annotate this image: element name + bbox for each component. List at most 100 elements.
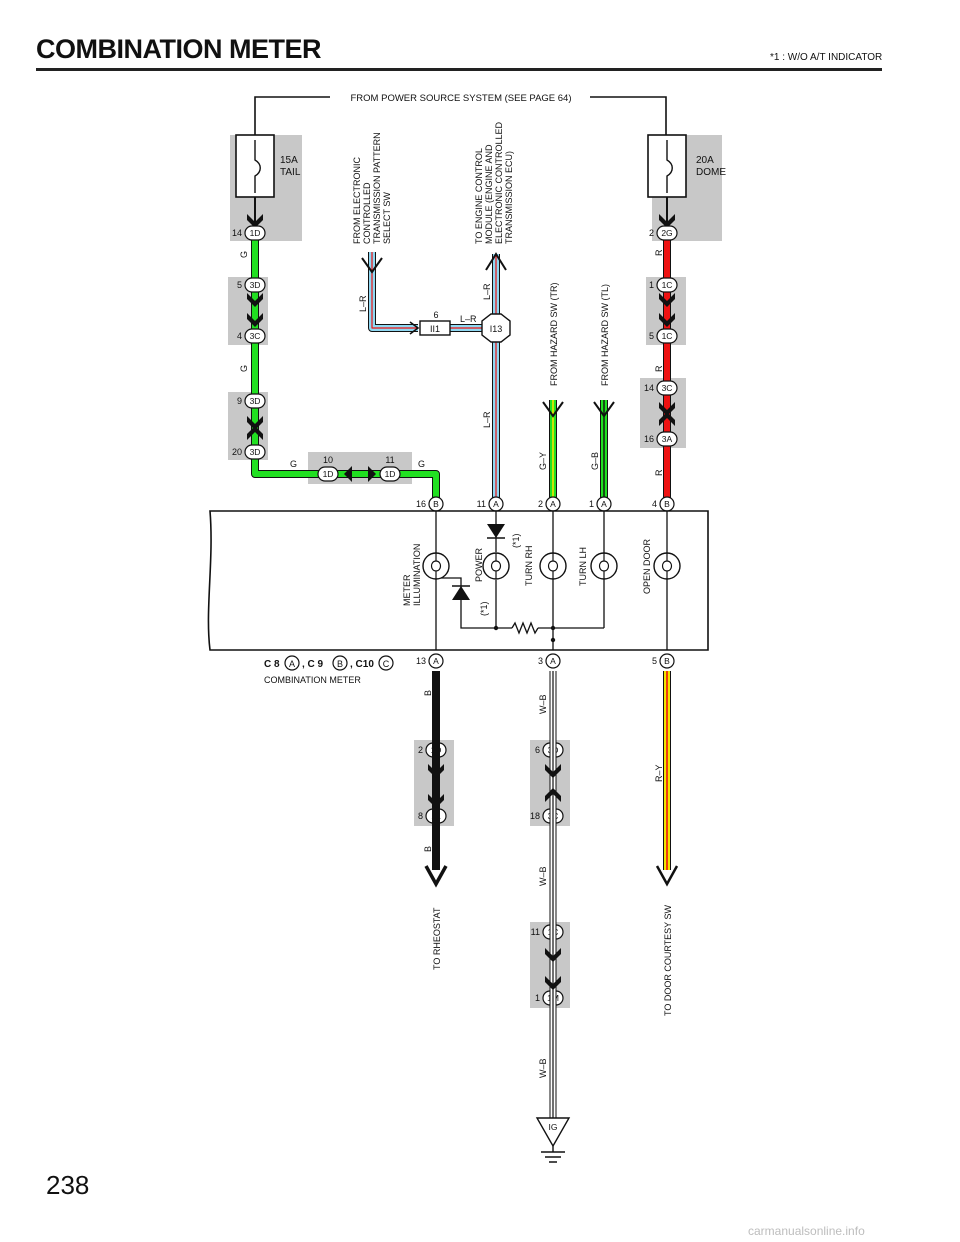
title-rule — [36, 68, 882, 71]
arrow-from-ect — [361, 257, 383, 274]
svg-text:II1: II1 — [430, 324, 440, 334]
connector-id: A — [550, 499, 556, 509]
svg-text:TRANSMISSION ECU): TRANSMISSION ECU) — [504, 151, 514, 244]
svg-text:G–B: G–B — [590, 452, 600, 470]
connector-c15: 3D6 — [535, 742, 564, 758]
meter-junction-dots — [493, 625, 556, 643]
svg-text:ILLUMINATION: ILLUMINATION — [412, 544, 422, 606]
connector-c3: 3C4 — [237, 328, 266, 344]
diode-illumination — [452, 585, 470, 600]
connector-id: A — [493, 499, 499, 509]
connector-id: B — [433, 499, 439, 509]
svg-text:, C10: , C10 — [350, 659, 374, 670]
connector-id: 1D — [323, 469, 334, 479]
lamp-layer — [422, 552, 681, 580]
connector-pin: 5 — [649, 331, 654, 341]
svg-text:G: G — [239, 365, 249, 372]
svg-text:TO RHEOSTAT: TO RHEOSTAT — [432, 907, 442, 970]
svg-text:15A: 15A — [280, 155, 298, 166]
lamp-open-door — [653, 552, 681, 580]
wire-ry — [655, 671, 679, 887]
connector-c9: 1C1 — [649, 277, 678, 293]
connector-pin: 1 — [535, 993, 540, 1003]
svg-text:ELECTRONIC CONTROLLED: ELECTRONIC CONTROLLED — [494, 121, 504, 244]
svg-text:B: B — [337, 659, 343, 669]
connector-c4: 3D 9 — [237, 393, 266, 409]
connector-id: A — [433, 656, 439, 666]
connector-pin: 2 — [418, 745, 423, 755]
svg-text:B: B — [423, 690, 433, 696]
svg-text:MODULE (ENGINE AND: MODULE (ENGINE AND — [484, 144, 494, 244]
svg-text:, C 9: , C 9 — [302, 659, 324, 670]
connector-pin: 3 — [538, 656, 543, 666]
svg-text:G–Y: G–Y — [538, 452, 548, 470]
connector-pin: 6 — [535, 745, 540, 755]
connector-pin: 1 — [589, 499, 594, 509]
svg-text:C 8: C 8 — [264, 659, 280, 670]
connector-id: 3D — [250, 396, 261, 406]
svg-text:COMBINATION METER: COMBINATION METER — [264, 675, 361, 685]
meter-connector-label: C 8 A , C 9 B , C10 C COMBINATION METER — [264, 655, 394, 685]
wire-gb — [593, 400, 615, 500]
connector-c14: 1L8 — [418, 808, 447, 824]
svg-text:DOME: DOME — [696, 167, 726, 178]
svg-text:L–R: L–R — [358, 295, 368, 312]
svg-text:TRANSMISSION PATTERN: TRANSMISSION PATTERN — [372, 132, 382, 244]
connector-p-bot3: B5 — [652, 653, 675, 669]
svg-text:R: R — [654, 249, 664, 256]
connector-id: 3C — [250, 331, 261, 341]
footnote: *1 : W/O A/T INDICATOR — [770, 52, 883, 63]
page-number: 238 — [46, 1170, 90, 1200]
connector-pin: 9 — [237, 396, 242, 406]
connector-p-top1: B16 — [416, 496, 444, 512]
fuse-dome: 20A DOME — [647, 134, 726, 198]
connector-pin: 1 — [649, 280, 654, 290]
ground-ig: IG — [535, 1117, 571, 1163]
connector-pin: 11 — [531, 927, 540, 937]
power-source-line — [254, 96, 667, 135]
connector-p-top3: A2 — [538, 496, 561, 512]
connector-p-top5: B4 — [652, 496, 675, 512]
connector-id: B — [664, 499, 670, 509]
svg-text:OPEN DOOR: OPEN DOOR — [642, 538, 652, 594]
fuse-tail: 15A TAIL — [235, 134, 301, 198]
connector-pin: 5 — [237, 280, 242, 290]
connector-id: 3D — [250, 447, 261, 457]
connector-id: 1D — [385, 469, 396, 479]
connector-c13: 1D2 — [418, 742, 447, 758]
svg-text:W–B: W–B — [538, 1058, 548, 1078]
svg-text:W–B: W–B — [538, 866, 548, 886]
svg-text:R: R — [654, 365, 664, 372]
lamp-labels: METER ILLUMINATION POWER (*1) (*1) TURN … — [402, 533, 652, 616]
svg-text:TO DOOR COURTESY SW: TO DOOR COURTESY SW — [663, 904, 673, 1016]
connector-pin: 11 — [477, 499, 486, 509]
svg-text:(*1): (*1) — [511, 533, 521, 548]
connector-id: 3A — [662, 434, 673, 444]
connector-pin: 5 — [652, 656, 657, 666]
svg-text:R: R — [654, 469, 664, 476]
connector-p-top2: A 11 — [477, 496, 504, 512]
svg-text:G: G — [239, 251, 249, 258]
svg-text:IG: IG — [549, 1122, 558, 1132]
svg-text:FROM ELECTRONIC: FROM ELECTRONIC — [352, 156, 362, 244]
svg-text:B: B — [423, 846, 433, 852]
connector-id: 1C — [662, 331, 673, 341]
wire-b — [424, 671, 448, 888]
svg-text:G: G — [290, 459, 297, 469]
connector-p-top4: A1 — [589, 496, 612, 512]
connector-pin: 14 — [232, 228, 242, 238]
connector-c18: 1M1 — [535, 990, 564, 1006]
connector-pin: 14 — [644, 383, 654, 393]
svg-text:CONTROLLED: CONTROLLED — [362, 182, 372, 244]
connector-id: A — [550, 656, 556, 666]
combination-meter-body — [207, 510, 709, 651]
connector-pin: 8 — [418, 811, 423, 821]
connector-pin: 4 — [652, 499, 657, 509]
svg-text:R–Y: R–Y — [654, 764, 664, 782]
connector-p-bot2: A3 — [538, 653, 561, 669]
